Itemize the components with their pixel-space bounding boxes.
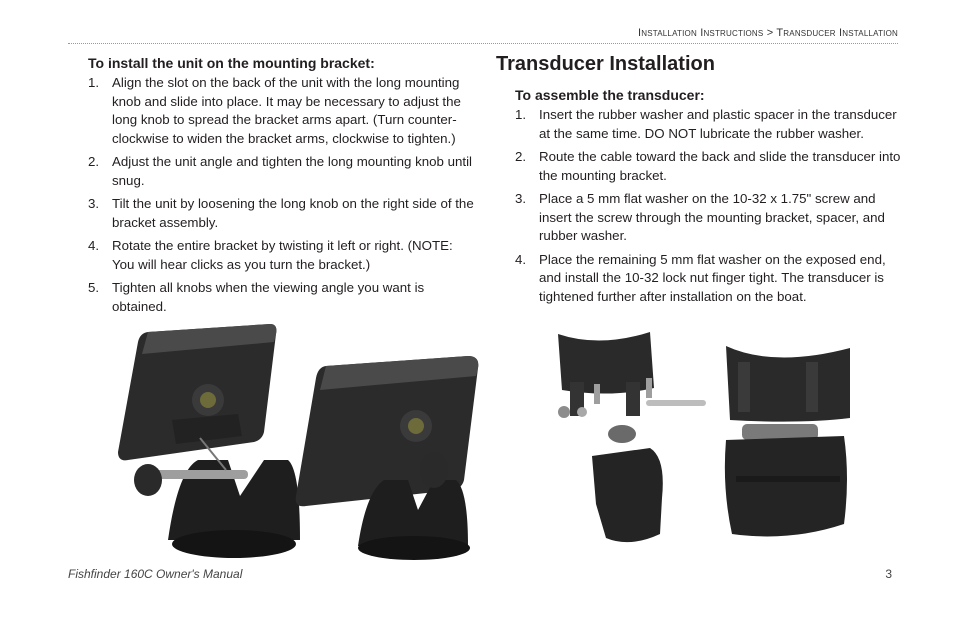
bracket-steps: 1. Align the slot on the back of the unit… [88,74,478,316]
right-column: Transducer Installation To assemble the … [496,52,904,311]
bracket-procedure-title: To install the unit on the mounting brac… [88,55,375,71]
step-text: Place the remaining 5 mm flat washer on … [539,251,886,304]
footer-manual-title: Fishfinder 160C Owner's Manual [68,567,243,581]
header-rule [68,43,898,44]
transducer-exploded-view [558,332,706,543]
step-number: 2. [88,154,100,169]
section-title: Transducer Installation [496,53,715,75]
step-number: 2. [515,149,527,164]
step-text: Align the slot on the back of the unit w… [112,75,461,146]
bracket-right [358,452,470,560]
step-item: 2. Route the cable toward the back and sl… [515,148,904,185]
step-item: 3. Place a 5 mm flat washer on the 10-32 … [515,190,904,246]
step-text: Tilt the unit by loosening the long knob… [112,196,474,230]
step-item: 1. Align the slot on the back of the unit… [88,74,478,148]
header-page: Transducer Installation [776,27,898,39]
step-number: 5. [88,280,100,295]
unit-back-view-left [118,324,277,461]
step-number: 3. [88,196,100,211]
step-item: 5. Tighten all knobs when the viewing ang… [88,279,478,316]
step-number: 1. [88,75,100,90]
step-item: 4. Place the remaining 5 mm flat washer o… [515,251,904,307]
step-number: 4. [88,238,100,253]
bracket-left [134,460,300,558]
transducer-procedure-title: To assemble the transducer: [515,87,705,103]
slide-arrow [199,437,227,471]
step-text: Insert the rubber washer and plastic spa… [539,107,897,141]
transducer-steps: 1. Insert the rubber washer and plastic s… [515,106,904,306]
step-text: Adjust the unit angle and tighten the lo… [112,154,473,188]
footer-page-number: 3 [885,567,892,581]
running-header: Installation Instructions > Transducer I… [638,27,898,39]
transducer-assembled-view [724,346,850,537]
step-text: Tighten all knobs when the viewing angle… [112,280,425,314]
transducer-assembly-figure [558,332,850,543]
header-section: Installation Instructions [637,27,764,39]
step-item: 1. Insert the rubber washer and plastic s… [515,106,904,143]
left-column: To install the unit on the mounting brac… [88,54,478,321]
step-number: 3. [515,191,527,206]
step-number: 1. [515,107,527,122]
step-text: Place a 5 mm flat washer on the 10-32 x … [539,191,885,243]
bracket-installation-figure [118,324,479,560]
step-item: 4. Rotate the entire bracket by twisting … [88,237,478,274]
step-item: 2. Adjust the unit angle and tighten the … [88,153,478,190]
step-item: 3. Tilt the unit by loosening the long kn… [88,195,478,232]
step-text: Route the cable toward the back and slid… [539,149,901,183]
header-separator: > [766,27,774,39]
step-text: Rotate the entire bracket by twisting it… [112,238,453,272]
step-number: 4. [515,251,527,267]
